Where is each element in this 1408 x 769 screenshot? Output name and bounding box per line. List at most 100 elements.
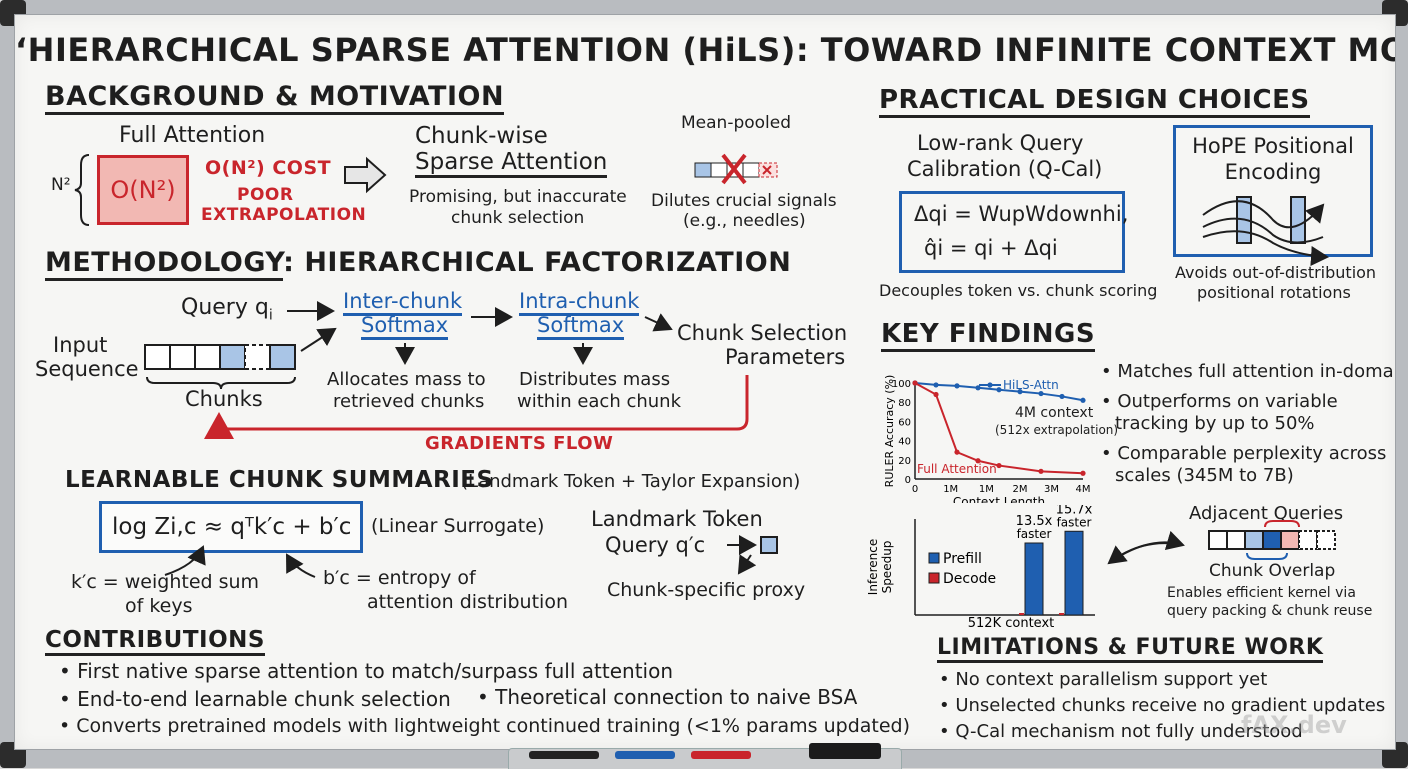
full-attention-point bbox=[996, 462, 1002, 469]
legend-label: Prefill bbox=[943, 551, 982, 567]
mean-pooled-label: Mean-pooled bbox=[681, 113, 792, 133]
hils-point bbox=[975, 385, 981, 391]
enables-label: Enables efficient kernel via bbox=[1167, 585, 1356, 601]
hils-point bbox=[1059, 393, 1065, 400]
prefill-bar bbox=[1064, 530, 1084, 616]
parameters-label: Parameters bbox=[725, 345, 846, 369]
context-note: 4M context bbox=[1015, 405, 1094, 421]
page-title: ‘HIERARCHICAL SPARSE ATTENTION (HiLS): T… bbox=[15, 31, 1395, 69]
y-axis-label: Inference bbox=[866, 539, 880, 595]
hope-box: HoPE Positional Encoding bbox=[1173, 125, 1373, 257]
gradients-flow-label: GRADIENTS FLOW bbox=[425, 433, 614, 454]
summaries-heading: LEARNABLE CHUNK SUMMARIES bbox=[65, 467, 494, 493]
arrow-landmark-proxy bbox=[737, 554, 757, 575]
contributions-heading: CONTRIBUTIONS bbox=[45, 627, 265, 656]
blue-marker bbox=[615, 751, 675, 759]
hils-point bbox=[1017, 389, 1023, 395]
legend-label: Decode bbox=[943, 571, 996, 587]
k-prime-label: k′c = weighted sum bbox=[71, 571, 260, 593]
marker-tray bbox=[508, 743, 902, 769]
contribution-item: • First native sparse attention to match… bbox=[59, 659, 674, 683]
poor-label: POOR bbox=[237, 185, 294, 205]
complexity-label: O(N²) bbox=[110, 176, 176, 204]
x-tick-label: 4M bbox=[1076, 484, 1091, 495]
whiteboard-surface: ‘HIERARCHICAL SPARSE ATTENTION (HiLS): T… bbox=[14, 14, 1396, 750]
intra-chunk-label: Intra-chunk bbox=[519, 289, 640, 316]
arrow-b-annotation bbox=[286, 553, 316, 578]
qcal-eq-1: Δqi = WupWdownhi, bbox=[914, 202, 1129, 226]
x-tick-label: 1M bbox=[943, 484, 958, 495]
watermark: fAX.dev bbox=[1241, 711, 1347, 739]
decouples-label: Decouples token vs. chunk scoring bbox=[879, 281, 1158, 300]
qcal-title: Low-rank Query bbox=[917, 131, 1084, 155]
finding-bullet: • Outperforms on variable bbox=[1101, 391, 1338, 412]
hils-point bbox=[1080, 397, 1086, 403]
cost-label: O(N²) COST bbox=[205, 157, 332, 179]
methodology-heading-b: : HIERARCHICAL FACTORIZATION bbox=[283, 247, 792, 278]
legend-swatch bbox=[928, 552, 940, 564]
arrow-seq-query bbox=[300, 327, 337, 352]
landmark-query-label: Query q′c bbox=[605, 533, 706, 557]
x-tick-label: 0 bbox=[912, 484, 918, 495]
background-heading: BACKGROUND & MOTIVATION bbox=[45, 81, 505, 115]
keys-label: of keys bbox=[125, 595, 193, 617]
formula-box: log Zi,c ≈ qᵀk′c + b′c bbox=[99, 501, 363, 553]
finding-bullet: • Matches full attention in-domain bbox=[1101, 361, 1396, 382]
decode-bar bbox=[1059, 613, 1064, 615]
red-marker bbox=[691, 751, 751, 759]
x-axis-label: Context Length bbox=[953, 495, 1045, 503]
findings-heading: KEY FINDINGS bbox=[881, 319, 1096, 352]
full-attention-point bbox=[975, 458, 981, 464]
bar-suffix-label: faster bbox=[1057, 515, 1092, 529]
contribution-item: • End-to-end learnable chunk selection bbox=[59, 687, 451, 711]
adjacent-queries-label: Adjacent Queries bbox=[1189, 503, 1344, 524]
y-axis-label: RULER Accuracy (%) bbox=[883, 375, 896, 488]
bar-value-label: 13.5x bbox=[1016, 514, 1053, 529]
legend-label-hils: HiLS-Attn bbox=[1003, 378, 1059, 392]
design-heading: PRACTICAL DESIGN CHOICES bbox=[879, 85, 1310, 118]
chunk-sparse-title-2: Sparse Attention bbox=[415, 149, 608, 178]
summaries-note: (Landmark Token + Taylor Expansion) bbox=[461, 471, 801, 492]
x-tick-label: 2M bbox=[1013, 484, 1028, 495]
background-arrow bbox=[344, 156, 387, 194]
arrow-intra-params bbox=[644, 313, 673, 332]
prefill-bar bbox=[1024, 542, 1044, 616]
bar-value-label: 15.7x bbox=[1056, 505, 1093, 517]
linear-surrogate-label: (Linear Surrogate) bbox=[371, 515, 545, 537]
hils-point bbox=[1038, 390, 1044, 397]
retrieved-label: retrieved chunks bbox=[333, 391, 485, 412]
avoids-label: Avoids out-of-distribution bbox=[1175, 263, 1377, 282]
inter-chunk-label: Inter-chunk bbox=[343, 289, 463, 316]
finding-bullet-cont: scales (345M to 7B) bbox=[1115, 465, 1294, 486]
finding-bullet-cont: tracking by up to 50% bbox=[1115, 413, 1315, 434]
legend-label-full-attention: Full Attention bbox=[917, 462, 997, 476]
entropy-label: attention distribution bbox=[367, 591, 568, 613]
chunk-sparse-desc: Promising, but inaccurate bbox=[409, 187, 627, 207]
extrapolation-label: EXTRAPOLATION bbox=[201, 205, 367, 225]
full-attention-point bbox=[954, 449, 960, 455]
y-tick-label: 0 bbox=[905, 475, 911, 486]
limitation-item: • Q-Cal mechanism not fully understood bbox=[939, 721, 1303, 742]
input-label: Input bbox=[53, 333, 108, 357]
chunk-overlap-label: Chunk Overlap bbox=[1209, 561, 1336, 581]
context-note-2: (512x extrapolation) bbox=[995, 423, 1119, 437]
y-axis-label: Speedup bbox=[880, 541, 894, 594]
inter-softmax-label: Softmax bbox=[361, 313, 449, 340]
limitation-item: • Unselected chunks receive no gradient … bbox=[939, 695, 1386, 716]
n2-brace bbox=[74, 154, 90, 226]
query-sub: i bbox=[268, 307, 273, 324]
full-attention-point bbox=[1080, 470, 1086, 476]
query-label: Query qi bbox=[181, 295, 273, 323]
n2-label: N² bbox=[51, 175, 71, 195]
bar-suffix-label: faster bbox=[1017, 527, 1052, 541]
hils-point bbox=[933, 382, 939, 388]
enables-label-2: query packing & chunk reuse bbox=[1167, 603, 1373, 619]
y-tick-label: 100 bbox=[892, 379, 911, 390]
contribution-item: • Converts pretrained models with lightw… bbox=[59, 715, 911, 737]
proxy-label: Chunk-specific proxy bbox=[607, 579, 806, 601]
landmark-token-label: Landmark Token bbox=[591, 507, 763, 531]
mean-pooled-cells bbox=[694, 153, 778, 185]
